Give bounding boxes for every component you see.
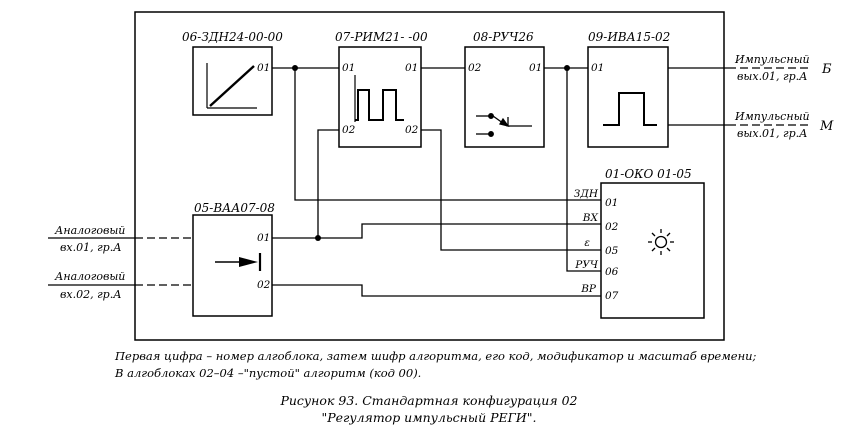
external-links	[135, 67, 812, 286]
out-m-label-line1: Импульсный	[734, 110, 810, 123]
wires	[272, 67, 728, 297]
out-m-mark: М	[819, 119, 834, 134]
block-ruch-title: 08-РУЧ26	[473, 30, 534, 44]
oko-input-signal-zdn: ЗДН	[574, 188, 599, 200]
switch-icon	[476, 113, 532, 137]
port-ruch-out: 01	[529, 62, 542, 74]
analog-input-arrow-icon	[215, 253, 262, 271]
figure-caption-line-2: "Регулятор импульсный РЕГИ".	[321, 410, 537, 425]
block-vaa-title: 05-ВАА07-08	[194, 201, 275, 215]
in-2-label-line1: Аналоговый	[54, 270, 125, 283]
port-rim-in2: 02	[342, 124, 356, 136]
oko-input-num-02: 02	[605, 221, 619, 233]
in-1-label-line2: вх.01, гр.А	[60, 241, 122, 254]
block-rim	[338, 46, 422, 148]
oko-input-num-06: 06	[605, 266, 619, 278]
port-rim-out1: 01	[405, 62, 418, 74]
port-vaa-out1: 01	[257, 232, 270, 244]
out-m-label-line2: вых.01, гр.А	[737, 127, 807, 140]
block-ruch	[464, 46, 545, 148]
block-vaa	[192, 214, 273, 317]
oko-input-num-07: 07	[605, 290, 619, 302]
indicator-sun-icon	[648, 229, 674, 255]
oko-input-signal-eps: ε	[584, 237, 590, 249]
block-iva-title: 09-ИВА15-02	[588, 30, 670, 44]
note-line-1: Первая цифра – номер алгоблока, затем ши…	[115, 349, 757, 363]
block-zdn	[192, 46, 273, 116]
junctions	[292, 65, 570, 241]
oko-input-signal-vx: ВХ	[582, 212, 599, 224]
port-iva-in: 01	[591, 62, 604, 74]
in-1-label-line1: Аналоговый	[54, 224, 125, 237]
pulse-train-icon	[354, 75, 404, 122]
out-b-label-line1: Импульсный	[734, 53, 810, 66]
port-zdn-out: 01	[257, 62, 270, 74]
out-b-label-line2: вых.01, гр.А	[737, 70, 807, 83]
figure-caption-line-1: Рисунок 93. Стандартная конфигурация 02	[280, 393, 578, 408]
port-rim-in1: 01	[342, 62, 355, 74]
block-zdn-title: 06-ЗДН24-00-00	[182, 30, 283, 44]
ramp-icon	[206, 63, 257, 109]
oko-input-signal-ruch: РУЧ	[574, 259, 599, 271]
pulse-icon	[603, 92, 657, 126]
port-vaa-out2: 02	[257, 279, 271, 291]
note-line-2: В алгоблоках 02–04 –"пустой" алгоритм (к…	[115, 366, 422, 380]
block-rim-title: 07-РИМ21- -00	[335, 30, 428, 44]
block-iva	[587, 46, 669, 148]
out-b-mark: Б	[821, 62, 832, 77]
oko-input-signal-vr: ВР	[580, 283, 597, 295]
oko-input-num-05: 05	[605, 245, 619, 257]
port-rim-out2: 02	[405, 124, 419, 136]
block-oko-title: 01-ОКО 01-05	[605, 167, 692, 181]
port-ruch-in: 02	[468, 62, 482, 74]
in-2-label-line2: вх.02, гр.А	[60, 288, 122, 301]
outer-frame	[134, 11, 725, 341]
oko-input-num-01: 01	[605, 197, 618, 209]
external-input-lines	[48, 237, 135, 286]
